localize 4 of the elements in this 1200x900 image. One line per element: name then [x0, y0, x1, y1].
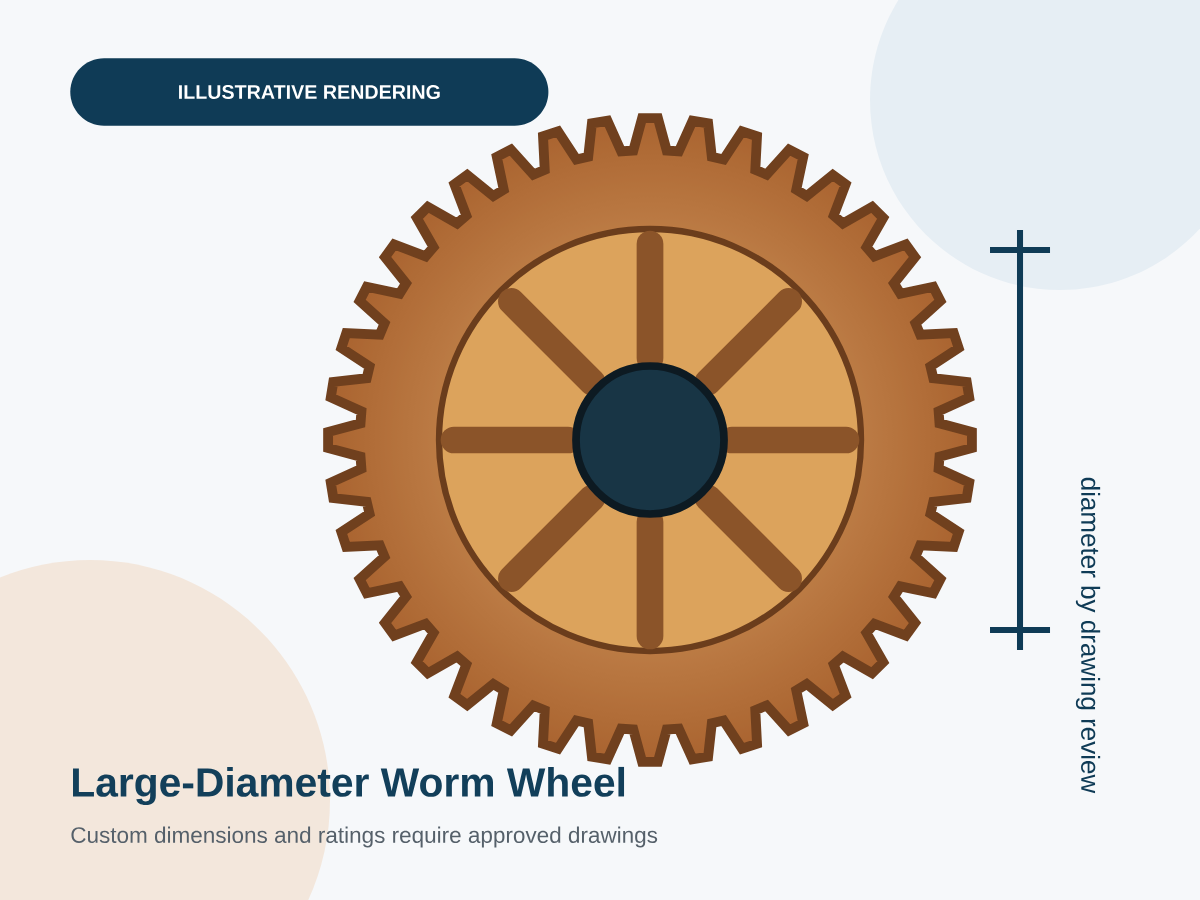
caption: Custom dimensions and ratings require approved drawings [71, 826, 658, 848]
dimension-label: diameter by drawing review [1075, 477, 1101, 794]
badge: ILLUSTRATIVE RENDERING [70, 58, 549, 126]
title: Large-Diameter Worm Wheel [73, 766, 625, 806]
